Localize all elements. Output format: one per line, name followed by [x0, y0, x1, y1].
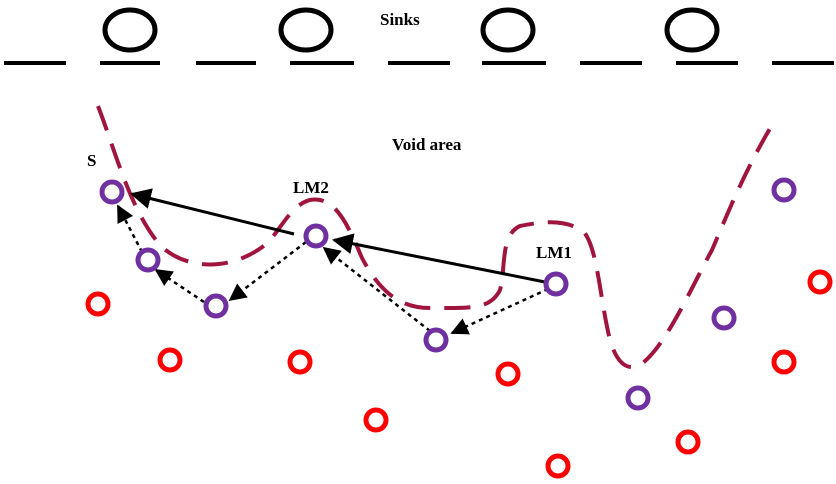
purple-node-icon	[203, 293, 229, 319]
purple-node-icon	[135, 247, 161, 273]
purple-node-icon	[423, 327, 449, 353]
red-node-icon	[287, 349, 313, 375]
purple-nodes	[99, 177, 797, 411]
purple-node-icon	[303, 223, 329, 249]
red-node-icon	[157, 347, 183, 373]
dotted-arrow-n6-to-lm2	[322, 246, 431, 332]
dotted-arrow-n2-to-s	[116, 204, 144, 253]
red-node-icon	[545, 453, 571, 479]
red-node-icon	[771, 349, 797, 375]
dotted-arrow-lm2-to-n3	[228, 241, 307, 302]
source-label: S	[87, 151, 96, 170]
sink-ring-icon	[278, 7, 334, 53]
void-area-label: Void area	[392, 135, 462, 154]
sink-ring-icon	[664, 7, 720, 53]
red-node-icon	[675, 429, 701, 455]
purple-node-icon	[543, 271, 569, 297]
dotted-arrow-n3-to-n2	[154, 268, 205, 304]
void-boundary-curve	[96, 105, 777, 369]
purple-node-icon	[711, 305, 737, 331]
red-nodes	[85, 269, 833, 479]
red-node-icon	[807, 269, 833, 295]
red-node-icon	[495, 361, 521, 387]
purple-node-icon	[625, 385, 651, 411]
solid-arrow-lm2-to-s	[129, 188, 295, 236]
purple-node-icon	[771, 177, 797, 203]
sinks-label: Sinks	[380, 10, 420, 29]
sink-ring-icon	[480, 7, 536, 53]
solid-arrow-lm1-to-lm2	[331, 233, 546, 284]
sink-row	[4, 7, 834, 65]
sink-ring-icon	[102, 7, 158, 53]
dotted-arrow-lm1-to-n6	[450, 287, 549, 335]
red-node-icon	[85, 291, 111, 317]
red-node-icon	[363, 407, 389, 433]
purple-node-icon	[99, 179, 125, 205]
lm1-label: LM1	[536, 243, 572, 262]
lm2-label: LM2	[293, 178, 329, 197]
